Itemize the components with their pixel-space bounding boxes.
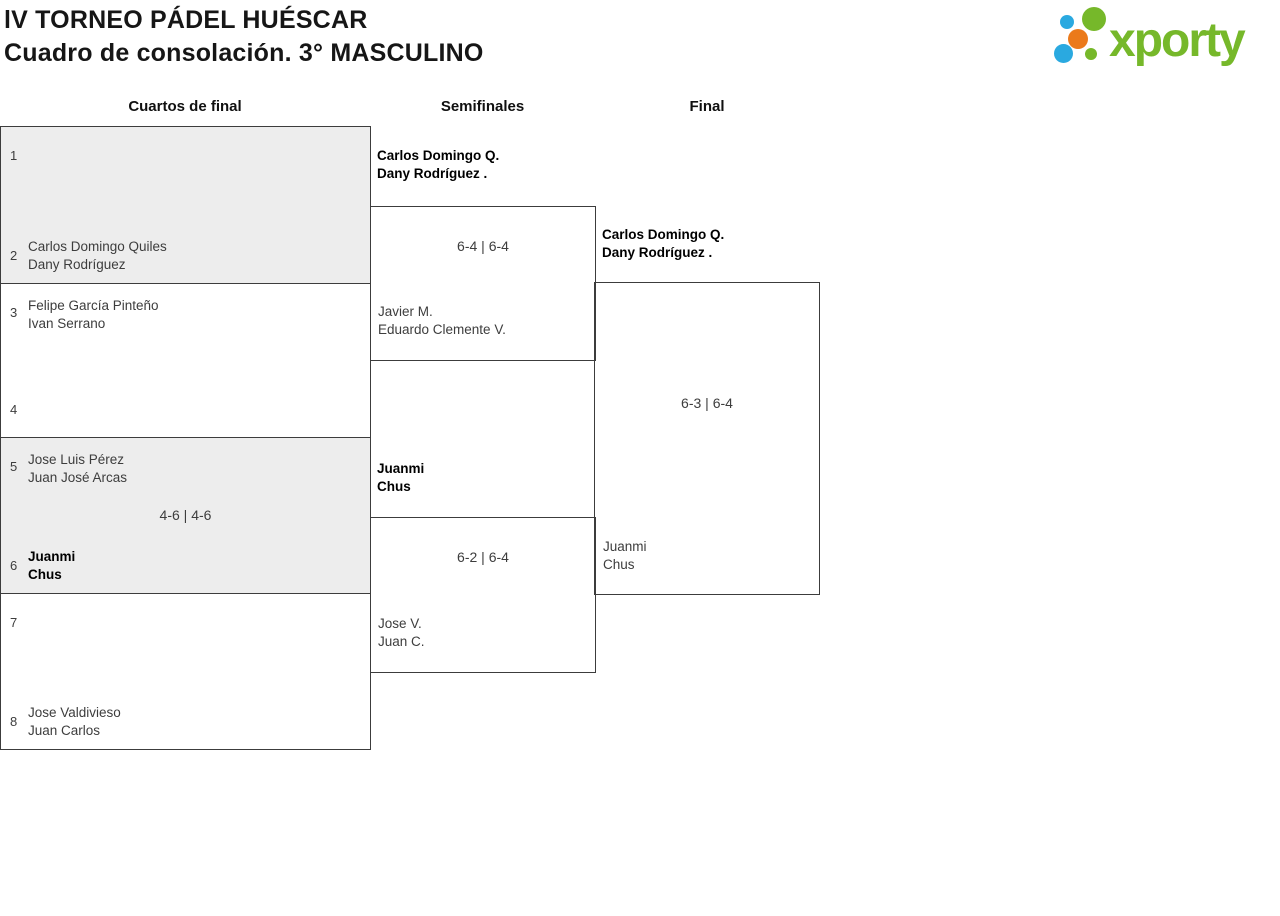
player-name: Juan C. (378, 634, 425, 649)
logo-dot-orange (1068, 29, 1088, 49)
round-header-quarterfinals: Cuartos de final (128, 98, 242, 115)
match-sf2: 6-2 | 6-4 Jose V. Juan C. (370, 517, 596, 673)
seed-number: 6 (10, 558, 18, 573)
seed-number: 5 (10, 459, 18, 474)
player-name: Dany Rodríguez . (377, 166, 488, 181)
team-name: Felipe García Pinteño Ivan Serrano (28, 297, 159, 333)
match-qf3: 5 Jose Luis Pérez Juan José Arcas 4-6 | … (0, 437, 371, 594)
team-name-winner: Carlos Domingo Q. Dany Rodríguez . (602, 226, 724, 262)
xporty-logo[interactable]: xporty (1052, 4, 1278, 76)
player-name: Ivan Serrano (28, 316, 106, 331)
team-name-winner: Juanmi Chus (28, 548, 75, 584)
team-name-winner: Carlos Domingo Q. Dany Rodríguez . (377, 147, 499, 183)
match-score: 4-6 | 4-6 (159, 506, 212, 523)
team-name: Jose V. Juan C. (378, 615, 425, 651)
logo-dot-green-large (1082, 7, 1106, 31)
round-header-final: Final (689, 98, 725, 115)
logo-dot-blue-large (1054, 44, 1073, 63)
player-name: Dany Rodríguez . (602, 245, 713, 260)
player-name: Carlos Domingo Q. (602, 227, 725, 242)
player-name: Chus (603, 557, 635, 572)
team-name: Carlos Domingo Quiles Dany Rodríguez (28, 238, 167, 274)
team-name-winner: Juanmi Chus (377, 460, 424, 496)
match-qf1: 1 2 Carlos Domingo Quiles Dany Rodríguez (0, 126, 371, 284)
player-name: Dany Rodríguez (28, 257, 126, 272)
seed-number: 7 (10, 615, 18, 630)
player-name: Eduardo Clemente V. (378, 322, 506, 337)
page-title-line2: Cuadro de consolación. 3° MASCULINO (4, 39, 484, 67)
player-name: Jose V. (378, 616, 422, 631)
logo-dot-blue-small (1060, 15, 1074, 29)
seed-number: 1 (10, 148, 18, 163)
player-name: Juan Carlos (28, 723, 101, 738)
round-header-semifinals: Semifinales (440, 98, 525, 115)
player-name: Juan José Arcas (28, 470, 128, 485)
match-qf2: 3 Felipe García Pinteño Ivan Serrano 4 (0, 283, 371, 438)
seed-number: 2 (10, 248, 18, 263)
match-final: 6-3 | 6-4 Juanmi Chus (594, 282, 820, 595)
page-title-line1: lV TORNEO PÁDEL HUÉSCAR (4, 6, 368, 34)
player-name: Carlos Domingo Quiles (28, 239, 167, 254)
match-score: 6-3 | 6-4 (681, 395, 733, 411)
seed-number: 8 (10, 714, 18, 729)
match-sf1: 6-4 | 6-4 Javier M. Eduardo Clemente V. (370, 206, 596, 361)
logo-dot-green-small (1085, 48, 1097, 60)
player-name: Chus (28, 567, 62, 582)
team-name: Jose Luis Pérez Juan José Arcas (28, 451, 127, 487)
team-name: Juanmi Chus (603, 538, 647, 574)
player-name: Chus (377, 479, 411, 494)
seed-number: 3 (10, 305, 18, 320)
player-name: Jose Luis Pérez (28, 452, 125, 467)
seed-number: 4 (10, 402, 18, 417)
match-qf4: 7 8 Jose Valdivieso Juan Carlos (0, 593, 371, 750)
player-name: Javier M. (378, 304, 433, 319)
player-name: Jose Valdivieso (28, 705, 121, 720)
player-name: Juanmi (603, 539, 647, 554)
team-name: Jose Valdivieso Juan Carlos (28, 704, 121, 740)
match-score: 6-2 | 6-4 (457, 549, 509, 565)
logo-wordmark: xporty (1109, 14, 1246, 67)
player-name: Felipe García Pinteño (28, 298, 159, 313)
player-name: Juanmi (28, 549, 76, 564)
player-name: Carlos Domingo Q. (377, 148, 500, 163)
page-title: lV TORNEO PÁDEL HUÉSCAR Cuadro de consol… (4, 4, 484, 70)
team-name: Javier M. Eduardo Clemente V. (378, 303, 506, 339)
match-score: 6-4 | 6-4 (457, 238, 509, 254)
player-name: Juanmi (377, 461, 425, 476)
